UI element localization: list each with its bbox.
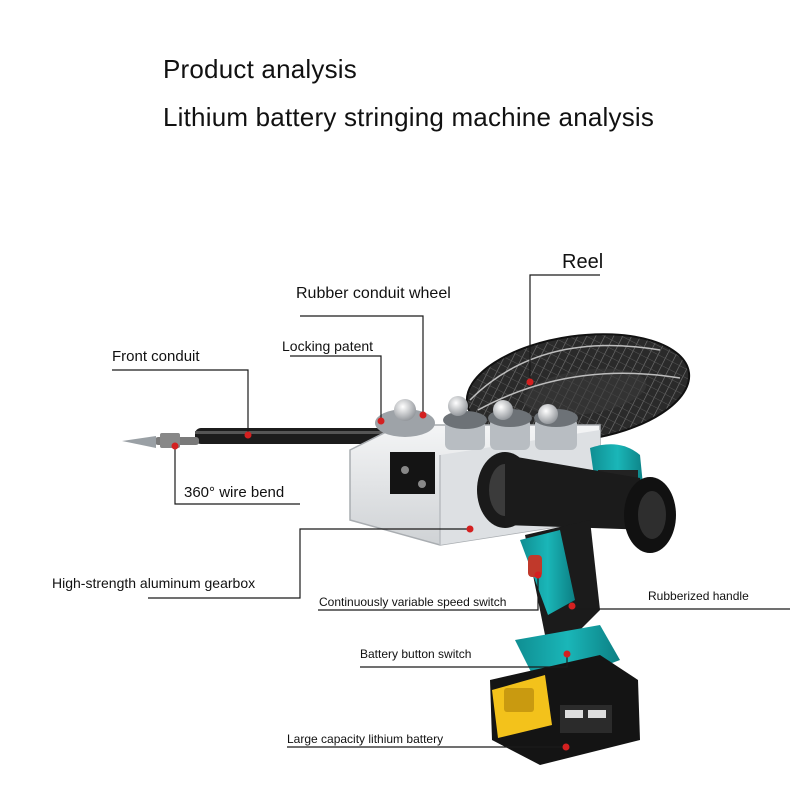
callout-speed-switch: Continuously variable speed switch [319,595,507,609]
page-subtitle: Lithium battery stringing machine analys… [163,102,655,132]
front-conduit [122,428,425,448]
callout-gearbox: High-strength aluminum gearbox [52,575,256,591]
rubberized-handle [520,520,600,640]
callout-wire-bend: 360° wire bend [184,484,285,501]
callout-battery-button-switch: Battery button switch [360,647,472,661]
side-handle [477,452,676,553]
callout-reel: Reel [562,251,604,273]
callout-front-conduit: Front conduit [112,348,200,365]
callout-locking-patent: Locking patent [282,338,374,354]
callout-rubberized-handle: Rubberized handle [648,589,749,603]
callout-lines [112,274,790,748]
callout-rubber-conduit-wheel: Rubber conduit wheel [296,285,451,302]
page-title: Product analysis [163,54,357,84]
rubber-conduit-wheels [375,396,578,450]
callout-markers [171,378,576,751]
callout-lithium-battery: Large capacity lithium battery [287,732,444,746]
